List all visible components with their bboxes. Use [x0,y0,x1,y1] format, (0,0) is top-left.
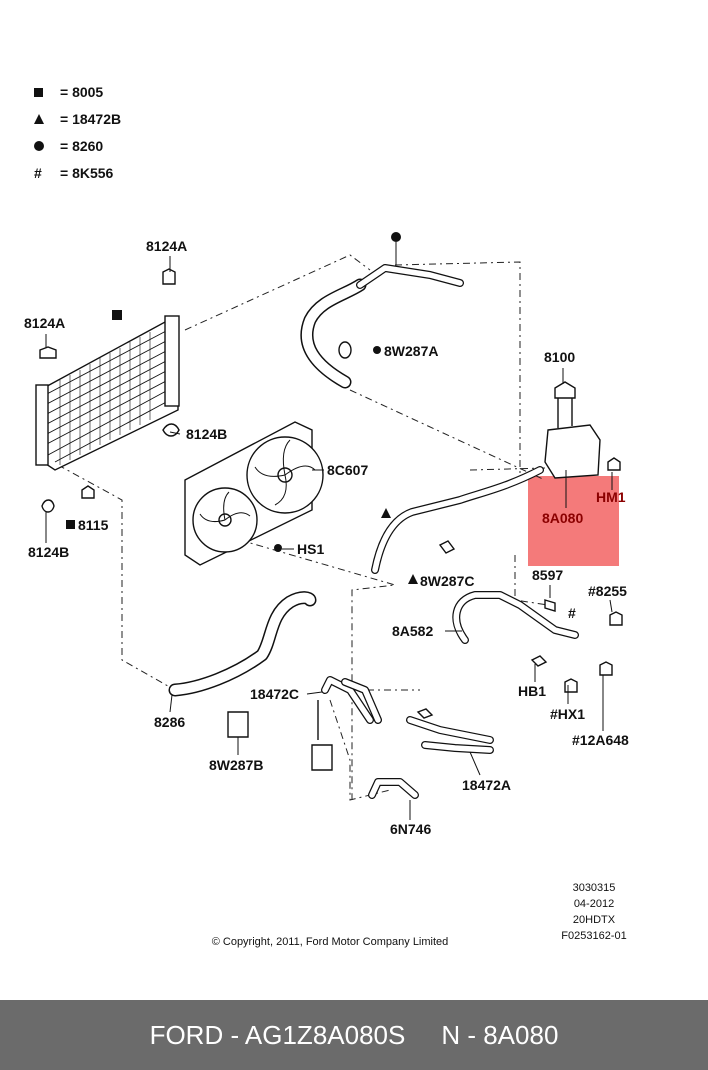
meta-code2: 20HDTX [572,914,616,926]
label-HS1: HS1 [297,541,324,557]
label-8W287B: 8W287B [209,757,263,773]
cooling-system-diagram: 8124A 8124A 8124B 8C607 8W287A 8100 HM1 … [24,232,629,837]
square-marker [66,520,75,529]
drawing-meta: 3030315 04-2012 20HDTX F0253162-01 [548,880,640,944]
triangle-marker [381,508,391,518]
hs1-bolt [274,544,282,552]
footer-part-number: FORD - AG1Z8A080S [149,1019,406,1050]
label-HX1: #HX1 [550,706,585,722]
legend-text: = 8K556 [60,164,114,181]
legend-row-hash: # = 8K556 [34,159,121,186]
copyright-text: © Copyright, 2011, Ford Motor Company Li… [211,936,449,948]
circle-icon [34,140,44,151]
label-8A080: 8A080 [542,510,583,526]
hose-18472C [311,676,382,771]
label-8W287A: 8W287A [384,343,438,359]
fan-shroud [184,421,324,566]
legend-row-circle: = 8260 [34,132,121,159]
label-18472A: 18472A [462,777,511,793]
label-8124B-mid: 8124B [186,426,227,442]
label-12A648: #12A648 [572,732,629,748]
label-8286: 8286 [154,714,185,730]
label-8C607: 8C607 [327,462,368,478]
degas-bottle [544,381,621,479]
radiator [35,268,180,513]
callout-labels: 8124A 8124A 8124B 8C607 8W287A 8100 HM1 … [24,238,629,837]
label-8597: 8597 [532,567,563,583]
hose-8A582 [452,591,623,693]
label-8A582: 8A582 [392,623,433,639]
bracket-8115 [81,485,95,499]
legend-row-triangle: = 18472B [34,105,121,132]
label-8255: #8255 [588,583,627,599]
label-hash: # [568,605,576,621]
label-8115: 8115 [78,517,109,533]
label-8124A-top: 8124A [146,238,187,254]
hose-6N746 [368,778,419,799]
label-8W287C: 8W287C [420,573,474,589]
legend-text: = 8260 [60,137,104,154]
label-leaders [45,256,613,820]
label-8124B-low: 8124B [28,544,69,560]
footer-bar: FORD - AG1Z8A080S N - 8A080 [0,1000,708,1070]
highlight-box [528,476,619,566]
square-icon [34,87,43,97]
label-HM1: HM1 [596,489,626,505]
label-18472C: 18472C [250,686,299,702]
legend-text: = 8005 [60,83,104,100]
legend-text: = 18472B [60,110,122,127]
hash-icon: # [34,164,42,181]
circle-marker [373,346,381,354]
hose-18472B [371,466,544,574]
mount-8124A-top [162,268,176,285]
legend: = 8005 = 18472B = 8260 # = 8K556 [34,78,121,186]
label-HB1: HB1 [518,683,546,699]
footer-ref-number: N - 8A080 [441,1019,559,1050]
mount-8124B-low [41,499,55,513]
label-8100: 8100 [544,349,575,365]
triangle-marker [408,574,418,584]
mount-8124A-left [39,346,57,359]
triangle-icon [34,113,44,124]
label-8124A-left: 8124A [24,315,65,331]
label-6N746: 6N746 [390,821,431,837]
meta-date: 04-2012 [573,898,615,910]
square-marker [112,310,122,320]
circle-marker [391,232,401,242]
upper-hose [300,264,464,389]
hose-8286 [168,591,317,738]
legend-row-square: = 8005 [34,78,121,105]
cap-8100 [554,381,576,399]
hose-18472A [406,708,494,754]
mount-8124B-mid [162,423,180,437]
meta-code1: 3030315 [572,882,616,894]
meta-code3: F0253162-01 [561,930,627,942]
